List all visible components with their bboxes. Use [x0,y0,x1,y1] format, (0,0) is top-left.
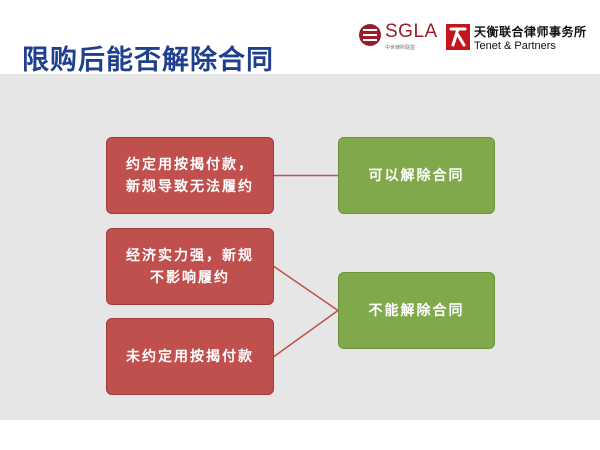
tenet-en-name: Tenet & Partners [474,40,556,52]
connector-line [273,309,339,358]
connector-line [273,265,339,312]
sgla-emblem-icon [359,24,381,46]
diagram-panel [0,74,600,420]
tenet-cn-name: 天衡联合律师事务所 [474,25,587,39]
slide-title: 限购后能否解除合同 [22,45,274,76]
slide-footer [0,420,600,450]
condition-box-mortgage-agreed: 约定用按揭付款， 新规导致无法履约 [106,137,274,214]
sgla-subtitle: 中世律所联盟 [385,45,416,51]
tenet-logo: 天衡联合律师事务所 Tenet & Partners [446,22,596,56]
condition-box-strong-finances: 经济实力强，新规 不影响履约 [106,228,274,305]
slide-header: 限购后能否解除合同 SGLA 中世律所联盟 天衡联合律师事务所 Tenet & … [0,0,600,76]
tenet-emblem-icon [446,24,470,50]
sgla-wordmark: SGLA [385,21,438,42]
sgla-logo: SGLA 中世律所联盟 [358,20,440,54]
outcome-box-can-terminate: 可以解除合同 [338,137,495,214]
condition-box-mortgage-not-agreed: 未约定用按揭付款 [106,318,274,395]
outcome-box-cannot-terminate: 不能解除合同 [338,272,495,349]
